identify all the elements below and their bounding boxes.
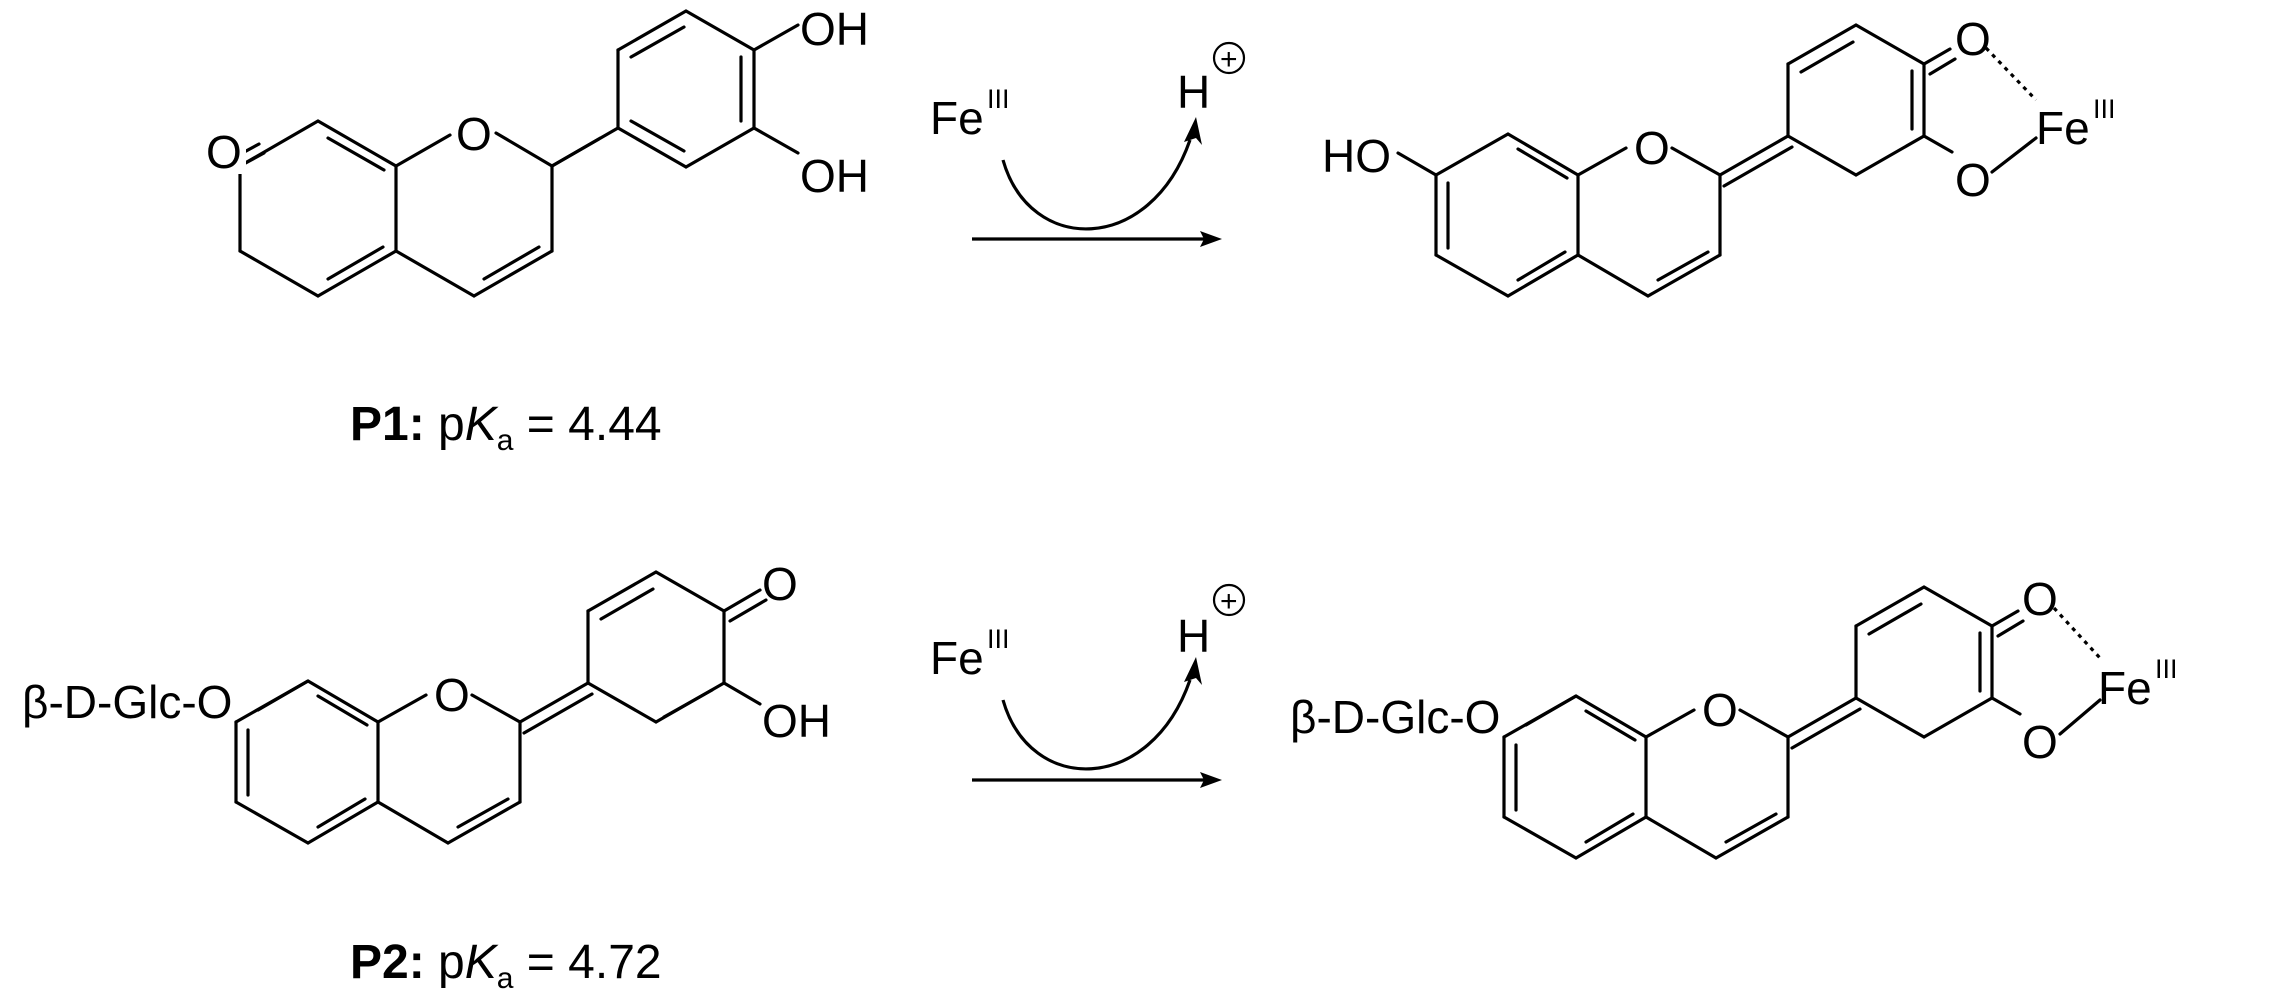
p1-product-structure bbox=[1396, 23, 2038, 298]
proton-label-1: H bbox=[1177, 66, 1210, 118]
p1-hydroxyl-top: OH bbox=[800, 3, 869, 55]
p1-product-phenolate-oxygen: O bbox=[1955, 154, 1991, 206]
p1-product-ring-oxygen: O bbox=[1634, 122, 1670, 174]
p2-product-iron: Fe bbox=[2098, 662, 2152, 714]
iron-oxidation-state-2: III bbox=[987, 624, 1010, 654]
p2-product-phenolate-oxygen: O bbox=[2022, 716, 2058, 768]
p2-reactant-structure bbox=[234, 570, 768, 845]
proton-charge-1: + bbox=[1220, 43, 1238, 76]
p1-hydroxyl-bottom: OH bbox=[800, 150, 869, 202]
reaction-arrow-1 bbox=[972, 117, 1222, 247]
p2-reactant-labels: β-D-Glc-O O O OH bbox=[22, 558, 831, 747]
p1-product-hydroxyl: HO bbox=[1322, 130, 1391, 182]
p2-product-ring-oxygen: O bbox=[1702, 684, 1738, 736]
iron-oxidation-state-1: III bbox=[987, 84, 1010, 114]
iron-reagent-2: Fe bbox=[930, 632, 984, 684]
p2-product-glycoside-label: β-D-Glc-O bbox=[1290, 691, 1500, 743]
proton-charge-2: + bbox=[1220, 585, 1238, 618]
p2-product-carbonyl-oxygen: O bbox=[2022, 573, 2058, 625]
p1-product-iron: Fe bbox=[2036, 102, 2090, 154]
p2-glycoside-label: β-D-Glc-O bbox=[22, 676, 232, 728]
reaction-2-reagents: Fe III H + bbox=[930, 583, 1246, 684]
p1-carbonyl-oxygen: O bbox=[206, 126, 242, 178]
iron-reagent-1: Fe bbox=[930, 92, 984, 144]
p1-product-iron-oxidation-state: III bbox=[2093, 94, 2116, 124]
p2-carbonyl-oxygen: O bbox=[762, 558, 798, 610]
p1-reactant-labels: O O OH OH bbox=[206, 3, 869, 202]
p2-product-iron-oxidation-state: III bbox=[2155, 654, 2178, 684]
p2-ring-oxygen: O bbox=[434, 669, 470, 721]
p2-caption: P2: pKa = 4.72 bbox=[350, 936, 662, 995]
p2-product-structure bbox=[1502, 585, 2102, 860]
p2-hydroxyl: OH bbox=[762, 695, 831, 747]
p1-caption: P1: pKa = 4.44 bbox=[350, 398, 662, 457]
p1-product-carbonyl-oxygen: O bbox=[1955, 13, 1991, 65]
p2-product-labels: β-D-Glc-O O O O Fe III bbox=[1290, 573, 2178, 768]
p1-reactant-ring-b bbox=[550, 0, 860, 250]
reaction-1-reagents: Fe III H + bbox=[930, 41, 1246, 144]
p1-ring-oxygen: O bbox=[456, 108, 492, 160]
proton-label-2: H bbox=[1177, 610, 1210, 662]
reaction-arrow-2 bbox=[972, 657, 1222, 788]
p1-product-labels: HO O O O Fe III bbox=[1322, 13, 2116, 206]
